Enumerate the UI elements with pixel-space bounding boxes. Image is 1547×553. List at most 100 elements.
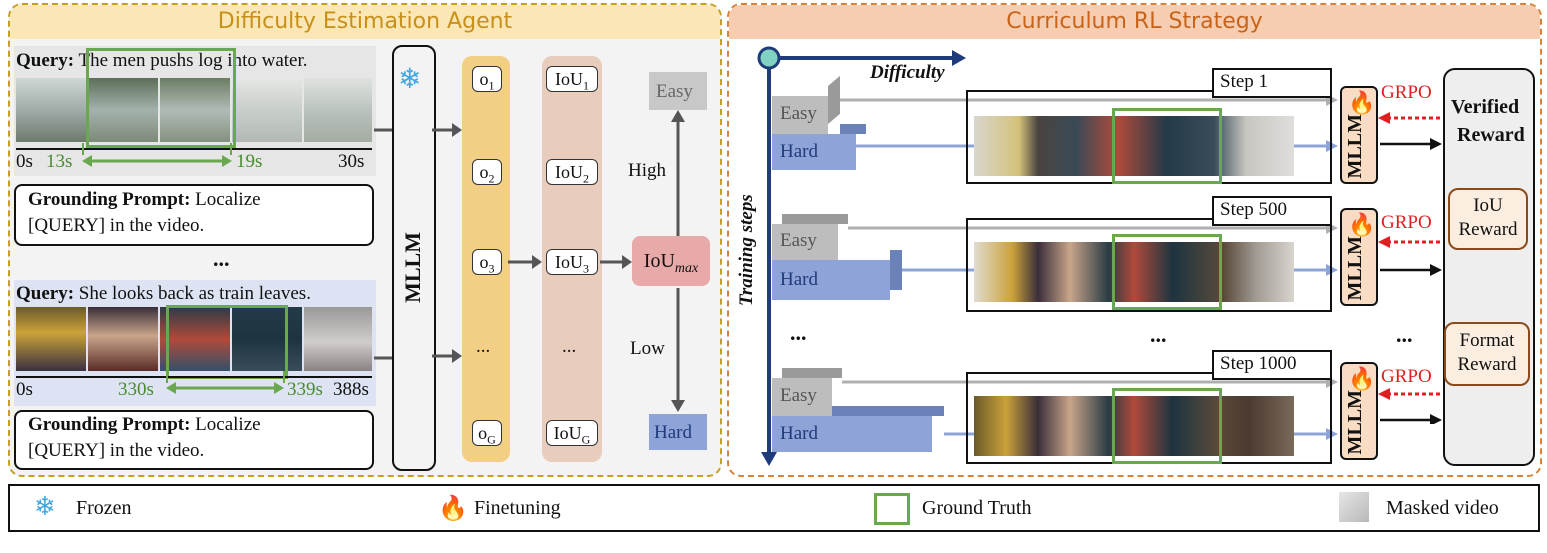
video1-frame-masked (232, 78, 302, 142)
step500-ground-truth (1112, 234, 1222, 310)
grpo-feedback-arrows (1378, 112, 1442, 424)
difficulty-estimation-title: Difficulty Estimation Agent (10, 5, 720, 39)
legend-bar (8, 484, 1540, 532)
finetune-mllm-block: 🔥 MLLM (1340, 362, 1378, 460)
legend-finetuning: Finetuning (474, 497, 561, 519)
video2-frame (16, 307, 86, 371)
stage2-hard-side (890, 250, 902, 290)
iou-reward-line2: Reward (1458, 219, 1518, 240)
output-to-iou-arrow (508, 255, 542, 269)
timeline1-tick (230, 143, 232, 155)
prompt2-text: Localize (195, 414, 261, 435)
fire-icon: 🔥 (1348, 366, 1376, 391)
iou-max-label: IoU (643, 250, 675, 272)
iou-token: IoU1 (546, 66, 598, 93)
step500-label-box: Step 500 (1212, 196, 1332, 226)
video2-frame-masked (304, 307, 372, 371)
prompt1-label: Grounding Prompt: (28, 189, 191, 210)
video1-frame-masked (304, 78, 372, 142)
iou-to-max-arrow (600, 255, 632, 269)
grpo-label: GRPO (1381, 366, 1432, 387)
step1000-ground-truth (1112, 388, 1222, 464)
stage1-hard-block (772, 134, 856, 170)
iou-token: IoUG (546, 420, 598, 447)
timeline1-gt-end: 19s (236, 151, 263, 172)
difficulty-split-arrows (671, 110, 685, 412)
iou-token: IoU2 (546, 159, 598, 186)
iou-token: IoU3 (546, 249, 598, 276)
finetune-mllm-block: 🔥 MLLM (1340, 208, 1378, 306)
timeline2-gt-arrow (166, 382, 284, 394)
snowflake-icon: ❄ (34, 492, 56, 521)
steps-ellipsis: ... (1150, 322, 1167, 347)
step1-label-box: Step 1 (1212, 68, 1332, 98)
query1-label: Query: (16, 50, 75, 71)
step500-label: Step 500 (1220, 199, 1288, 220)
grounding-prompt-box-2: Grounding Prompt: Localize [QUERY] in th… (14, 410, 374, 470)
iou-reward-box: IoU Reward (1448, 188, 1528, 250)
step1000-video-strip (974, 396, 1294, 456)
prompt1-line2: [QUERY] in the video. (28, 215, 205, 236)
verified-reward-line2: Reward (1457, 124, 1525, 146)
stage3-easy-label: Easy (780, 385, 817, 406)
stage1-hard-top (840, 124, 866, 134)
prompt1-text: Localize (195, 189, 261, 210)
left-ellipsis: ... (213, 246, 230, 271)
timeline1-end: 30s (338, 151, 365, 172)
frozen-mllm-label: MLLM (400, 232, 425, 303)
iou-reward-line1: IoU (1473, 195, 1503, 216)
output-token: o1 (472, 66, 502, 93)
query2-text: She looks back as train leaves. (78, 283, 311, 304)
video-strip-2 (16, 307, 372, 371)
step1-ground-truth (1112, 108, 1222, 184)
stage3-hard-block (772, 416, 932, 452)
video1-frame (16, 78, 86, 142)
video1-frame (160, 78, 230, 142)
stage3-hard-top (832, 406, 944, 416)
timeline2-start: 0s (16, 379, 33, 400)
query1-text: The men pushs log into water. (78, 50, 308, 71)
verified-reward-line1: Verified (1451, 96, 1520, 118)
timeline1-axis (16, 148, 372, 150)
ground-truth-box-2 (166, 305, 288, 379)
legend-ground-truth: Ground Truth (922, 497, 1032, 519)
difficulty-axis-label: Difficulty (870, 62, 945, 83)
high-label: High (628, 160, 666, 181)
iou-ellipsis: ... (562, 336, 577, 357)
easy-box (649, 72, 707, 110)
grpo-label: GRPO (1381, 212, 1432, 233)
hard-box (649, 414, 707, 450)
video2-frame (160, 307, 230, 371)
legend-frozen: Frozen (76, 497, 132, 519)
input-arrows (374, 128, 392, 360)
snowflake-icon: ❄ (398, 64, 422, 95)
timeline2-end: 388s (333, 379, 369, 400)
stage1-easy-label: Easy (780, 103, 817, 124)
stage3-easy-top (782, 368, 842, 378)
timeline2-gt-start: 330s (118, 379, 154, 400)
step1-label: Step 1 (1220, 71, 1269, 92)
timeline2-axis (16, 376, 372, 378)
ground-truth-swatch (874, 493, 910, 525)
masked-video-swatch (1339, 492, 1369, 522)
fire-icon: 🔥 (438, 496, 468, 522)
output-token: o2 (472, 159, 502, 186)
video-strip-1 (16, 78, 372, 142)
output-ellipsis: ... (476, 336, 491, 357)
stage2-easy-top (782, 214, 848, 224)
curriculum-axes (757, 46, 966, 466)
stage3-hard-label: Hard (780, 423, 818, 444)
grpo-label: GRPO (1381, 82, 1432, 103)
iou-max-box: IoUmax (632, 236, 710, 286)
stage1-easy-block (772, 96, 828, 134)
query1: Query: The men pushs log into water. (16, 50, 308, 72)
video2-frame (88, 307, 158, 371)
legend-masked-video: Masked video (1386, 497, 1499, 519)
low-label: Low (630, 338, 665, 359)
easy-label: Easy (656, 81, 693, 102)
prompt1-line1: Grounding Prompt: Localize (28, 189, 261, 211)
step1-video-strip (974, 116, 1294, 176)
timeline2-tick (283, 371, 285, 383)
prompt2-line1: Grounding Prompt: Localize (28, 414, 261, 436)
timeline2-tick (166, 371, 168, 383)
